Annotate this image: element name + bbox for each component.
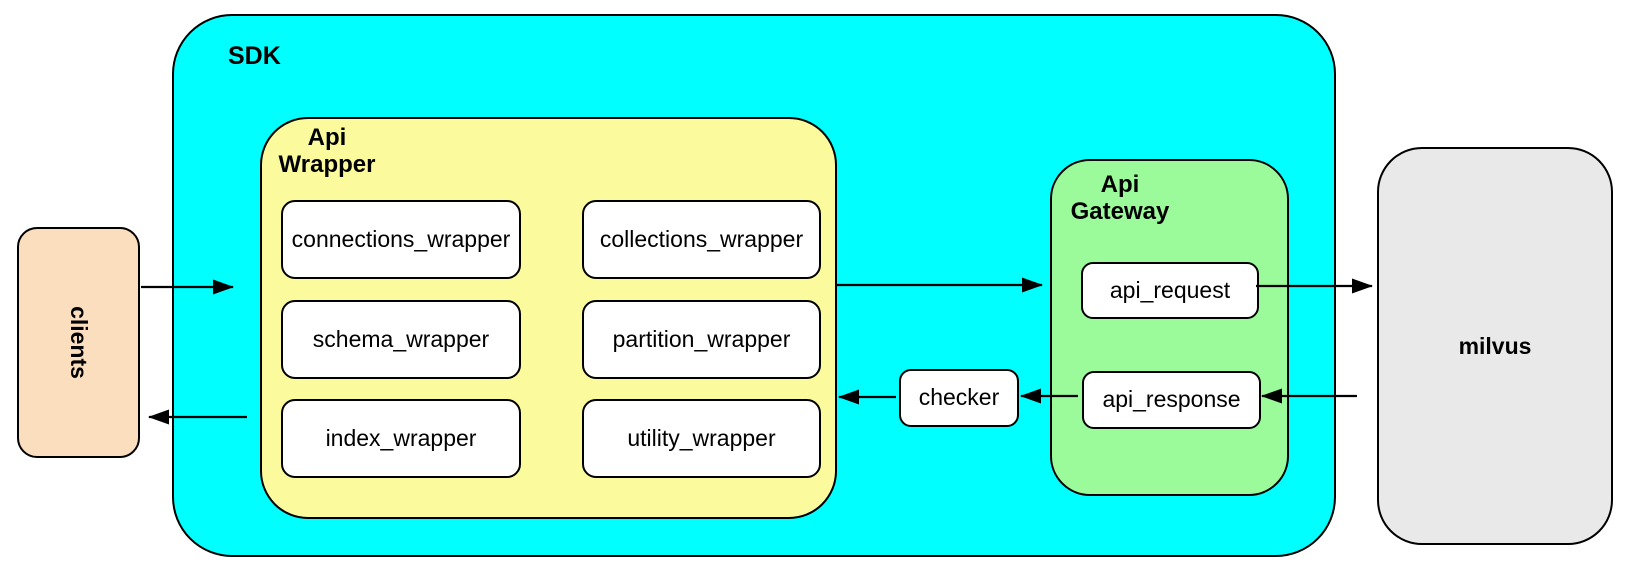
node-api-request: api_request — [1081, 262, 1259, 319]
checker-label: checker — [918, 384, 1000, 411]
node-utility-wrapper: utility_wrapper — [582, 399, 821, 478]
milvus-label: milvus — [1458, 332, 1532, 359]
api-request-label: api_request — [1109, 276, 1231, 303]
sdk-title: SDK — [228, 42, 281, 70]
node-index-wrapper: index_wrapper — [281, 399, 521, 478]
api-gateway-title: Api Gateway — [1070, 171, 1170, 225]
index-wrapper-label: index_wrapper — [325, 424, 477, 451]
schema-wrapper-label: schema_wrapper — [312, 325, 490, 352]
node-schema-wrapper: schema_wrapper — [281, 300, 521, 379]
collections-wrapper-label: collections_wrapper — [599, 225, 804, 252]
clients-label: clients — [66, 306, 92, 379]
node-partition-wrapper: partition_wrapper — [582, 300, 821, 379]
node-connections-wrapper: connections_wrapper — [281, 200, 521, 279]
container-api-gateway: Api Gateway api_request api_response — [1050, 159, 1289, 496]
partition-wrapper-label: partition_wrapper — [612, 325, 791, 352]
container-sdk: SDK Api Wrapper connections_wrapper coll… — [172, 14, 1336, 557]
node-milvus: milvus — [1377, 147, 1613, 545]
node-checker: checker — [899, 369, 1019, 427]
api-wrapper-title: Api Wrapper — [278, 124, 376, 178]
utility-wrapper-label: utility_wrapper — [627, 424, 776, 451]
container-api-wrapper: Api Wrapper connections_wrapper collecti… — [260, 117, 837, 519]
node-clients: clients — [17, 227, 140, 458]
api-response-label: api_response — [1102, 386, 1241, 413]
node-api-response: api_response — [1082, 371, 1261, 429]
connections-wrapper-label: connections_wrapper — [291, 225, 511, 252]
node-collections-wrapper: collections_wrapper — [582, 200, 821, 279]
